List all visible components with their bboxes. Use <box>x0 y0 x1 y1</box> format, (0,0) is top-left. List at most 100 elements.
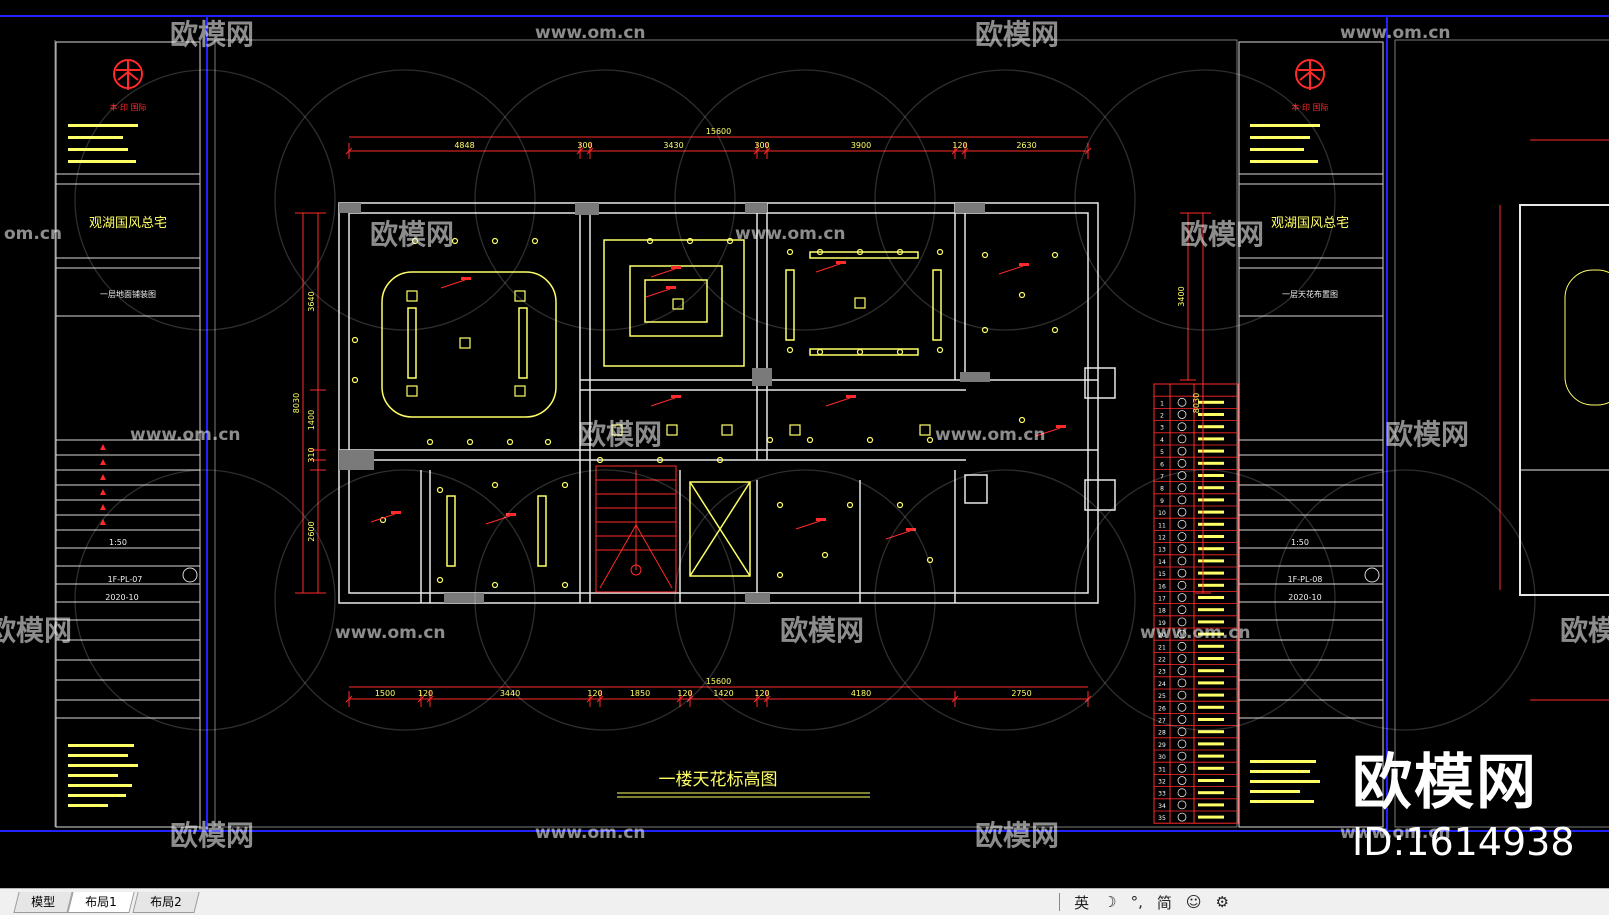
downlight-icon <box>491 237 499 245</box>
legend-description-mark <box>1198 681 1224 685</box>
downlight-icon <box>561 581 569 589</box>
watermark-url: www.om.cn <box>1340 23 1451 43</box>
elevation-callout <box>825 397 851 407</box>
elevation-marker <box>846 395 856 398</box>
legend-symbol-icon <box>1177 556 1187 566</box>
tab-model[interactable]: 模型 <box>13 892 73 913</box>
elevation-callout <box>440 279 466 289</box>
dimension-label: 4180 <box>851 689 871 698</box>
watermarks: 欧模网 欧模网 欧模网 欧模网 欧模网 欧模网 欧模网 欧模网 欧模网 欧模网 … <box>0 18 1609 852</box>
elevation-marker <box>391 511 401 514</box>
downlight-icon <box>806 436 814 444</box>
downlight-icon <box>544 438 552 446</box>
legend-symbol-icon <box>1177 422 1187 432</box>
dimension-label: 3640 <box>307 291 316 311</box>
legend-description-mark <box>1198 791 1224 795</box>
legend-row-number: 24 <box>1158 681 1166 688</box>
downlight-icon <box>466 438 474 446</box>
downlight-icon <box>821 551 829 559</box>
drawing-name-right: 一层天花布置图 <box>1282 289 1338 299</box>
legend-row-number: 9 <box>1160 498 1164 505</box>
legend-description-mark <box>1198 583 1224 587</box>
company-logo <box>113 59 143 90</box>
elevation-marker <box>666 286 676 289</box>
dimension-slash <box>1084 695 1092 703</box>
legend-description-mark <box>1198 754 1224 758</box>
downlight-icon <box>1051 326 1059 334</box>
legend-row-number: 32 <box>1158 779 1166 786</box>
cad-drawing-canvas[interactable]: 本·印 国际 观湖国风总宅 一层地面铺装图 1:50 1F-PL-07 2020… <box>0 0 1609 888</box>
legend-description-mark <box>1198 413 1224 416</box>
project-name-right: 观湖国风总宅 <box>1271 216 1349 231</box>
elevation-marker <box>1019 263 1029 266</box>
legend-description-mark <box>1198 730 1224 734</box>
downlight-icon <box>491 481 499 489</box>
tab-layout2[interactable]: 布局2 <box>132 892 200 913</box>
dimension-slash <box>763 695 771 703</box>
legend-symbol-icon <box>1177 446 1187 456</box>
legend-description-mark <box>1198 815 1224 819</box>
dimension-slash <box>951 695 959 703</box>
big-watermark-brand: 欧模网 <box>1352 748 1538 818</box>
legend-row-number: 13 <box>1158 547 1166 554</box>
scale-value: 1:50 <box>109 538 127 547</box>
legend-row-number: 28 <box>1158 730 1166 737</box>
punctuation-icon[interactable]: °, <box>1130 893 1143 911</box>
legend-description-mark <box>1198 535 1224 538</box>
legend-row-number: 27 <box>1158 718 1166 725</box>
legend-symbol-icon <box>1177 629 1187 639</box>
sheet-number-right: 1F-PL-08 <box>1288 575 1323 584</box>
dimension-label: 310 <box>307 447 316 462</box>
gear-icon[interactable]: ⚙ <box>1215 893 1229 911</box>
dimension-slash <box>426 695 434 703</box>
vent-grille-icon <box>721 424 733 436</box>
downlight-icon <box>646 237 654 245</box>
legend-row-number: 26 <box>1158 705 1166 712</box>
downlight-icon <box>686 237 694 245</box>
downlight-icon <box>786 248 794 256</box>
legend-description-mark <box>1198 803 1224 807</box>
dimension-label: 3400 <box>1177 286 1186 306</box>
legend-description-mark <box>1198 657 1224 660</box>
watermark-brand: 欧模网 <box>0 614 72 647</box>
dimension-label: 120 <box>587 689 602 698</box>
dimension-total-label: 15600 <box>706 127 731 136</box>
moon-icon[interactable]: ☽ <box>1103 893 1117 911</box>
vent-grille-icon <box>514 385 526 397</box>
elevation-marker <box>461 277 471 280</box>
legend-description-mark <box>1198 779 1224 782</box>
vent-grille-icon <box>514 290 526 302</box>
ime-language-toggle[interactable]: 英 <box>1074 893 1090 912</box>
legend-description-mark <box>1198 632 1224 636</box>
dimension-label: 3440 <box>500 689 520 698</box>
dimension-label: 4848 <box>454 141 474 150</box>
watermark-brand: 欧模网 <box>975 18 1059 51</box>
company-name: 本·印 国际 <box>109 102 146 112</box>
legend-description-mark <box>1198 486 1224 490</box>
vent-grille-icon <box>611 424 623 436</box>
tab-layout1[interactable]: 布局1 <box>67 892 135 913</box>
watermark-brand: 欧模网 <box>370 218 454 251</box>
elevation-callout <box>795 520 821 530</box>
downlight-icon <box>896 348 904 356</box>
legend-row-number: 12 <box>1158 535 1166 542</box>
legend-symbol-icon <box>1177 580 1187 590</box>
dimension-label: 1400 <box>307 410 316 430</box>
downlight-icon <box>786 346 794 354</box>
downlight-icon <box>411 237 419 245</box>
ime-simplified-toggle[interactable]: 简 <box>1156 893 1172 912</box>
downlight-icon <box>896 248 904 256</box>
downlight-icon <box>561 481 569 489</box>
emoji-icon[interactable]: ☺ <box>1185 893 1202 911</box>
drawing-title: 一楼天花标高图 <box>659 770 778 790</box>
elevation-callout <box>998 265 1024 275</box>
legend-symbol-icon <box>1177 410 1187 419</box>
legend-description-mark <box>1198 559 1224 563</box>
dimension-label: 2750 <box>1011 689 1031 698</box>
legend-row-number: 16 <box>1158 583 1166 590</box>
legend-row-number: 25 <box>1158 693 1166 700</box>
legend-table: 1234567891011121314151617181920212223242… <box>1153 383 1239 824</box>
downlight-icon <box>1051 251 1059 259</box>
dimension-label: 120 <box>754 689 769 698</box>
